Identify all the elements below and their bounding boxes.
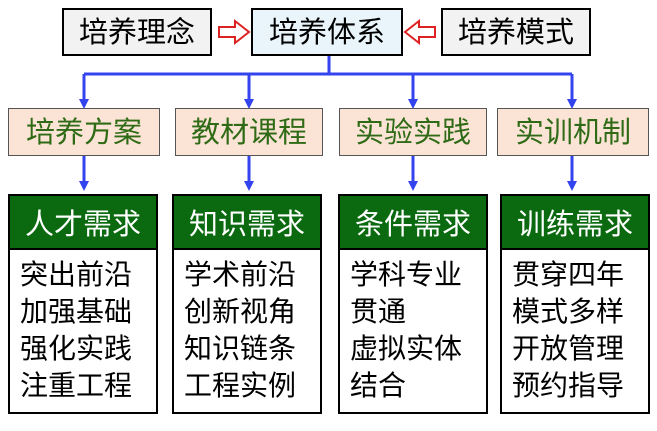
plan-label-1: 培养方案	[25, 114, 142, 149]
system-box: 培养体系	[251, 8, 403, 56]
plan-box-1: 培养方案	[8, 108, 160, 156]
plan-box-4: 实训机制	[497, 108, 649, 156]
system-label: 培养体系	[268, 14, 385, 49]
card-line: 模式多样	[512, 295, 625, 328]
card-line: 开放管理	[512, 332, 625, 365]
card-line: 创新视角	[184, 295, 297, 328]
requirement-card-2: 知识需求 学术前沿 创新视角 知识链条 工程实例	[172, 194, 322, 414]
concept-box: 培养理念	[62, 8, 212, 56]
card-line: 注重工程	[20, 369, 133, 402]
card-line: 贯穿四年	[512, 258, 625, 291]
card-line: 强化实践	[20, 332, 133, 365]
mode-label: 培养模式	[457, 14, 574, 49]
card-line: 学科专业	[350, 258, 463, 291]
card-title-2: 知识需求	[174, 196, 320, 250]
card-title-3: 条件需求	[340, 196, 486, 250]
concept-label: 培养理念	[78, 14, 195, 49]
card-body-4: 贯穿四年 模式多样 开放管理 预约指导	[512, 256, 646, 404]
plan-box-3: 实验实践	[339, 108, 487, 156]
card-line: 虚拟实体	[350, 332, 463, 365]
card-line: 突出前沿	[20, 258, 133, 291]
plan-label-2: 教材课程	[190, 114, 307, 149]
card-title-1: 人才需求	[10, 196, 156, 250]
requirement-card-4: 训练需求 贯穿四年 模式多样 开放管理 预约指导	[500, 194, 650, 414]
card-line: 加强基础	[20, 295, 133, 328]
card-line: 学术前沿	[184, 258, 297, 291]
card-body-3: 学科专业 贯通 虚拟实体 结合	[350, 256, 484, 404]
requirement-card-3: 条件需求 学科专业 贯通 虚拟实体 结合	[338, 194, 488, 414]
card-line: 工程实例	[184, 369, 297, 402]
card-line: 贯通	[350, 295, 407, 328]
hollow-arrow-right	[403, 18, 436, 46]
card-line: 预约指导	[512, 369, 625, 402]
card-body-2: 学术前沿 创新视角 知识链条 工程实例	[184, 256, 318, 404]
mode-box: 培养模式	[441, 8, 591, 56]
plan-label-4: 实训机制	[514, 114, 631, 149]
card-body-1: 突出前沿 加强基础 强化实践 注重工程	[20, 256, 154, 404]
card-title-4: 训练需求	[502, 196, 648, 250]
card-line: 结合	[350, 369, 407, 402]
plan-label-3: 实验实践	[354, 114, 471, 149]
plan-box-2: 教材课程	[175, 108, 323, 156]
card-line: 知识链条	[184, 332, 297, 365]
requirement-card-1: 人才需求 突出前沿 加强基础 强化实践 注重工程	[8, 194, 158, 414]
hollow-arrow-left	[218, 18, 251, 46]
